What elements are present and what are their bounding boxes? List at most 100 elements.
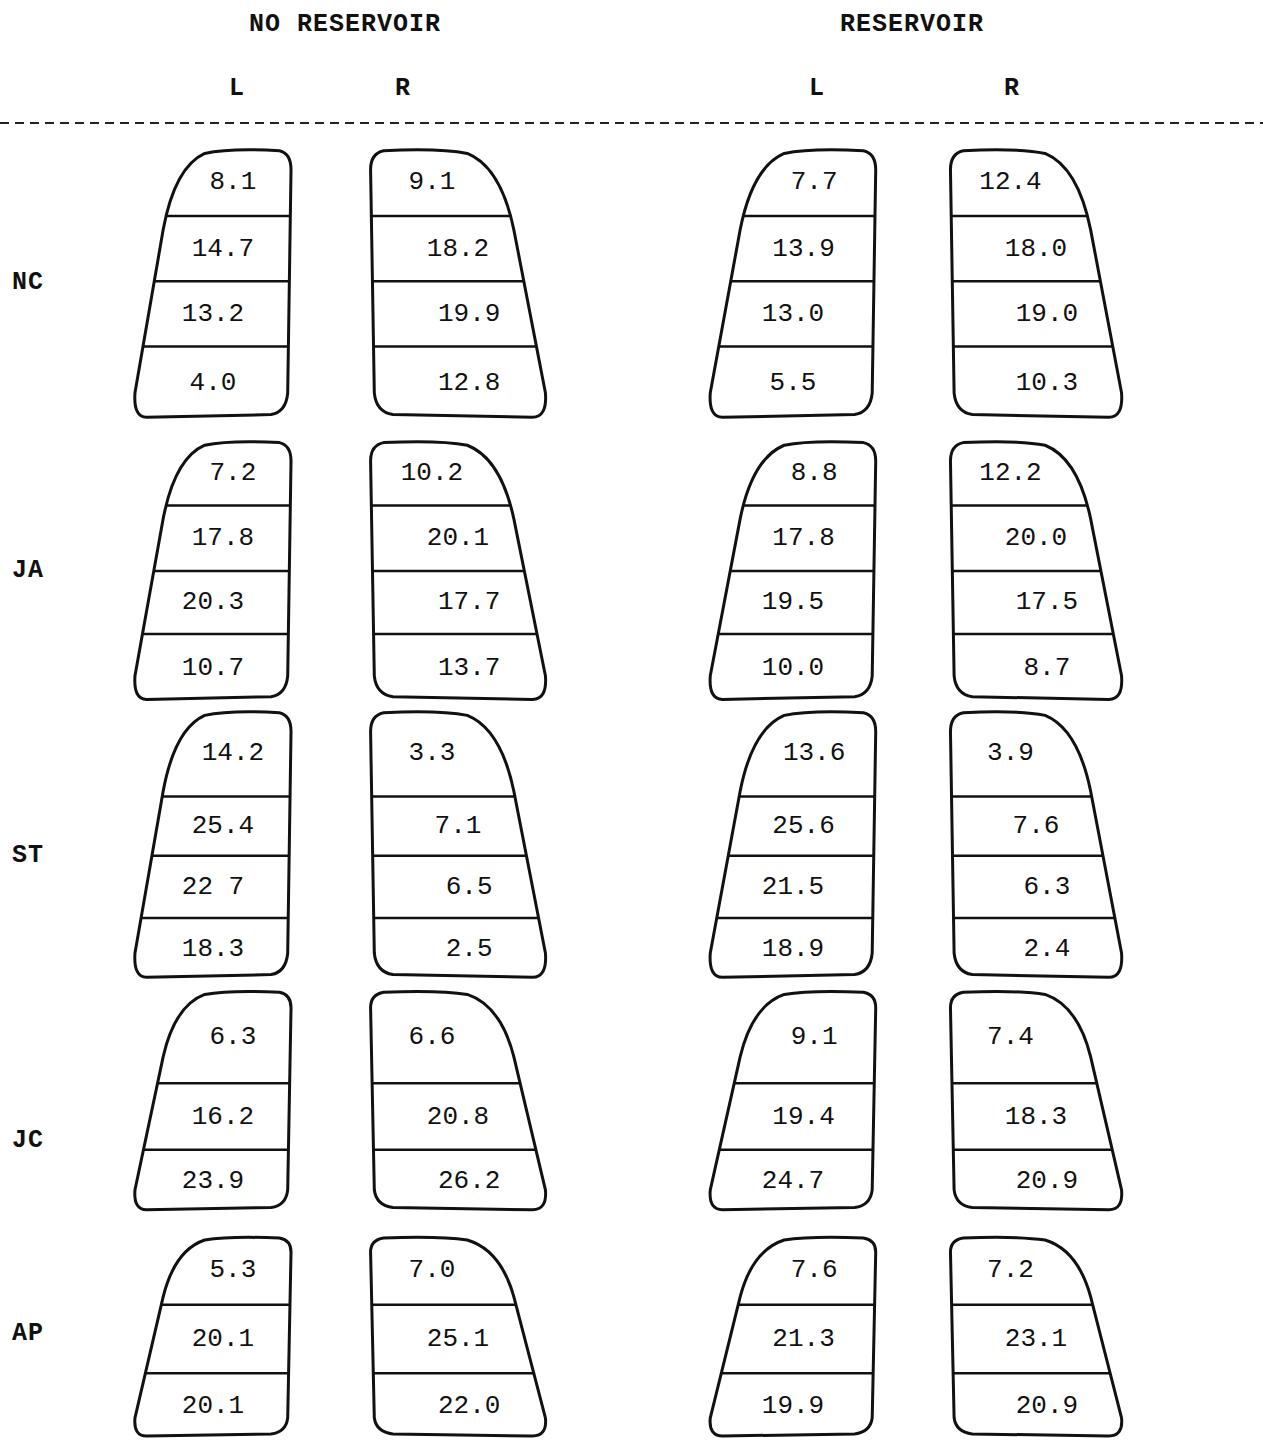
lung-border — [710, 712, 876, 978]
segment-value: 10.2 — [401, 458, 463, 488]
segment-line — [365, 1149, 551, 1152]
segment-value: 6.6 — [409, 1022, 456, 1052]
lung-segment: 20.1 — [130, 1373, 296, 1438]
lung-outline: 9.119.424.7 — [705, 990, 881, 1212]
segment-line — [945, 1372, 1127, 1375]
lung-border — [950, 991, 1121, 1209]
segment-value: 23.9 — [182, 1166, 244, 1196]
lung-segment: 5.5 — [705, 347, 881, 420]
lung-outline: 9.1 18.2 19.9 12.8 — [365, 148, 551, 420]
lung-border — [950, 1237, 1121, 1436]
lung-segment: 13.2 — [130, 281, 296, 346]
lung-segment: 20.1 — [365, 506, 551, 572]
lung-outline: 12.220.017.58.7 — [945, 440, 1127, 702]
row-label: ST — [12, 841, 44, 870]
lung-segment: 17.5 — [945, 571, 1127, 634]
segment-value: 13.7 — [438, 653, 500, 683]
lung-segment: 17.7 — [365, 571, 551, 634]
segment-line — [365, 633, 551, 636]
lung-segment: 12.2 — [945, 440, 1127, 506]
segment-value: 22 7 — [182, 872, 244, 902]
segment-line — [945, 504, 1127, 507]
segment-value: 10.3 — [1016, 368, 1078, 398]
lung-segment: 13.9 — [705, 216, 881, 281]
segment-line — [130, 504, 296, 507]
lung-segment: 23.1 — [945, 1305, 1127, 1374]
lung-outline: 6.316.223.9 — [130, 990, 296, 1212]
segment-line — [365, 1372, 551, 1375]
segment-line — [130, 795, 296, 798]
lung-outline: 7.418.320.9 — [945, 990, 1127, 1212]
dashed-rule — [0, 122, 1263, 124]
segment-value: 20.1 — [192, 1324, 254, 1354]
lung-segment: 20.0 — [945, 506, 1127, 572]
segment-value: 9.1 — [409, 167, 456, 197]
lung-segment: 18.2 — [365, 216, 551, 281]
segment-line — [705, 917, 881, 920]
lung-segment: 21.3 — [705, 1305, 881, 1374]
lung-segment: 22.0 — [365, 1373, 551, 1438]
segment-value: 21.5 — [762, 872, 824, 902]
segment-value: 7.7 — [791, 167, 838, 197]
lung-border — [371, 1237, 546, 1436]
lung-outline: 7.217.820.310.7 — [130, 440, 296, 702]
segment-line — [945, 795, 1127, 798]
lung-segment: 3.9 — [945, 710, 1127, 796]
lung-segment: 13.7 — [365, 634, 551, 702]
lung-segment: 13.0 — [705, 281, 881, 346]
segment-value: 19.9 — [762, 1391, 824, 1421]
lung-segment: 19.4 — [705, 1083, 881, 1150]
lung-outline: 5.3 20.1 20.1 — [130, 1236, 296, 1438]
segment-value: 18.3 — [182, 934, 244, 964]
lung-border — [371, 442, 546, 700]
segment-line — [130, 345, 296, 348]
segment-value: 18.2 — [427, 234, 489, 264]
lung-border — [710, 150, 876, 417]
segment-value: 7.6 — [1013, 811, 1060, 841]
segment-line — [945, 1303, 1127, 1306]
lung-border — [135, 712, 291, 978]
segment-value: 19.9 — [438, 299, 500, 329]
lung-segment: 7.1 — [365, 796, 551, 855]
segment-value: 19.5 — [762, 587, 824, 617]
lung-border — [135, 150, 291, 417]
lung-border — [950, 712, 1121, 978]
segment-value: 17.5 — [1016, 587, 1078, 617]
lung-segment: 8.1 — [130, 148, 296, 216]
lung-segment: 8.8 — [705, 440, 881, 506]
segment-value: 12.4 — [979, 167, 1041, 197]
segment-line — [705, 215, 881, 218]
segment-value: 17.7 — [438, 587, 500, 617]
column-heading: RESERVOIR — [840, 10, 984, 39]
side-heading: L — [809, 74, 825, 103]
lung-segment: 7.2 — [130, 440, 296, 506]
segment-line — [945, 345, 1127, 348]
lung-border — [371, 712, 546, 978]
lung-segment: 9.1 — [705, 990, 881, 1083]
lung-segment: 24.7 — [705, 1150, 881, 1212]
segment-line — [705, 855, 881, 858]
segment-line — [705, 1082, 881, 1085]
segment-value: 8.1 — [210, 167, 257, 197]
segment-value: 7.2 — [987, 1255, 1034, 1285]
lung-border — [135, 442, 291, 700]
segment-value: 22.0 — [438, 1391, 500, 1421]
lung-segment: 14.7 — [130, 216, 296, 281]
segment-value: 13.9 — [772, 234, 834, 264]
lung-segment: 18.0 — [945, 216, 1127, 281]
lung-segment: 25.4 — [130, 796, 296, 855]
segment-value: 20.1 — [427, 523, 489, 553]
segment-value: 5.3 — [210, 1255, 257, 1285]
lung-outline: 14.225.422 718.3 — [130, 710, 296, 980]
lung-segment: 12.4 — [945, 148, 1127, 216]
segment-value: 2.5 — [446, 934, 493, 964]
row-label: NC — [12, 268, 44, 297]
lung-segment: 17.8 — [705, 506, 881, 572]
segment-line — [705, 633, 881, 636]
lung-outline: 7.223.120.9 — [945, 1236, 1127, 1438]
segment-value: 10.0 — [762, 653, 824, 683]
segment-value: 7.1 — [435, 811, 482, 841]
segment-line — [945, 1082, 1127, 1085]
lung-outline: 12.418.019.010.3 — [945, 148, 1127, 420]
lung-segment: 12.8 — [365, 347, 551, 420]
